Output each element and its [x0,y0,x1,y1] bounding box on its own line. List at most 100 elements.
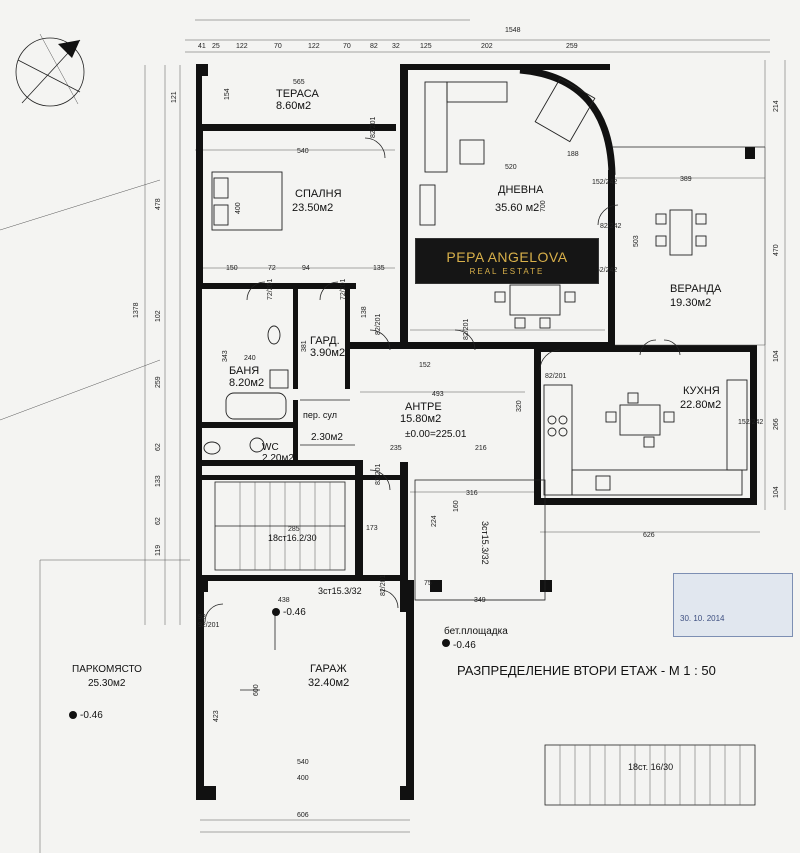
logo-name: PEPA ANGELOVA [446,249,568,265]
dim-700: 700 [540,200,547,212]
bedroom-name: СПАЛНЯ [295,188,342,200]
dim-400b: 400 [297,775,309,782]
dim-top-3: 70 [274,43,282,50]
dining-table-icon [494,209,707,448]
dim-top-4: 122 [308,43,320,50]
dim-top-8: 125 [420,43,432,50]
kitchen-counter [543,379,748,496]
dim-540a: 540 [297,148,309,155]
dim-left-3: 62 [155,443,162,451]
dim-92: 92 [198,614,206,621]
bathtub-icon [225,392,287,420]
dim-bottom: 606 [297,812,309,819]
dim-152: 152 [419,362,431,369]
door-label-2: 72/201 [267,278,274,300]
partitions [300,146,766,601]
dim-top-0: 41 [198,43,206,50]
dim-343: 343 [222,350,229,362]
dim-316: 316 [466,490,478,497]
dim-235: 235 [390,445,402,452]
dim-423: 423 [213,710,220,722]
bedroom-area: 23.50м2 [292,202,333,214]
dim-left-2: 259 [155,376,162,388]
bed-icon [211,171,283,231]
dim-94: 94 [302,265,310,272]
door-label-3: 72/201 [340,278,347,300]
door-label-1: 82/201 [370,116,377,138]
dim-top-1: 25 [212,43,220,50]
dim-154: 154 [224,88,231,100]
drawing-title: РАЗПРЕДЕЛЕНИЕ ВТОРИ ЕТАЖ - М 1 : 50 [457,663,716,678]
door-label-12: 152/242 [592,179,617,186]
dim-75: 75 [424,580,432,587]
logo-tagline: REAL ESTATE [469,267,545,276]
hall-level: ±0.00=225.01 [405,429,467,440]
dim-520: 520 [505,164,517,171]
terrace-name: ТЕРАСА [276,88,319,100]
dim-400: 400 [235,202,242,214]
bathroom-name: БАНЯ [229,365,259,377]
dim-top-7: 32 [392,43,400,50]
dim-top-10: 259 [566,43,578,50]
wc-name: WC [262,442,279,453]
watermark-logo: PEPA ANGELOVA REAL ESTATE [415,238,599,284]
dim-493: 493 [432,391,444,398]
dim-top-6: 82 [370,43,378,50]
living-name: ДНЕВНА [498,184,544,196]
toilet-icon [203,325,281,455]
hall-area: 15.80м2 [400,413,441,425]
parking-name: ПАРКОМЯСТО [72,664,142,675]
door-label-9: 82/201 [380,574,387,596]
garage-level: -0.46 [283,607,306,618]
dimension-texts: 1548 41 25 122 70 122 70 82 32 125 202 2… [133,27,780,819]
dim-121: 121 [171,91,178,103]
dim-600: 600 [253,684,260,696]
door-label-10: 82/242 [600,223,622,230]
approval-stamp: 30. 10. 2014 [673,573,793,637]
dim-389: 389 [680,176,692,183]
dim-top-9: 202 [481,43,493,50]
outdoor-staircase [544,744,756,806]
door-labels: 82/201 72/201 72/201 82/201 82/201 82/20… [198,116,763,629]
door-label-4: 82/201 [375,313,382,335]
door-label-7: 82/201 [375,463,382,485]
dim-top-total: 1548 [505,27,521,34]
dim-188: 188 [567,151,579,158]
dim-381: 381 [301,340,308,352]
dim-72: 72 [268,265,276,272]
dim-503: 503 [633,235,640,247]
dim-285: 285 [288,526,300,533]
dim-right-1: 470 [773,244,780,256]
main-stair-label: 18ст16.2/30 [268,533,317,543]
dim-right-3: 266 [773,418,780,430]
wardrobe-name: ГАРД. [310,335,340,347]
sofa-icon [419,77,596,226]
dim-626: 626 [643,532,655,539]
wardrobe-area: 3.90м2 [310,347,345,359]
dim-349: 349 [474,597,486,604]
garage-area: 32.40м2 [308,677,349,689]
rear-steps-label: 3ст15.3/32 [480,521,490,565]
stove-icon [547,415,568,437]
door-label-13: 152/242 [738,419,763,426]
outdoor-stair-label: 18ст. 16/30 [628,762,673,772]
hall-name: АНТРЕ [405,401,442,413]
dim-left-1: 102 [155,310,162,322]
sink-icon [249,369,611,491]
dim-240: 240 [244,355,256,362]
stair-labels: 18ст16.2/30 3ст15.3/32 3ст15.3/32 18ст. … [268,521,673,772]
garage-steps-label: 3ст15.3/32 [318,586,362,596]
dim-150: 150 [226,265,238,272]
door-label-6: 82/201 [545,373,567,380]
kitchen-area: 22.80м2 [680,399,721,411]
bathroom-area: 8.20м2 [229,377,264,389]
stamp-date: 30. 10. 2014 [680,614,725,623]
dim-138: 138 [361,306,368,318]
platform-level: -0.46 [453,640,476,651]
door-label-11: 152/242 [592,267,617,274]
dim-terrace: 565 [293,79,305,86]
dim-left-6: 119 [155,545,162,556]
door-label-8: 92/201 [198,622,220,629]
